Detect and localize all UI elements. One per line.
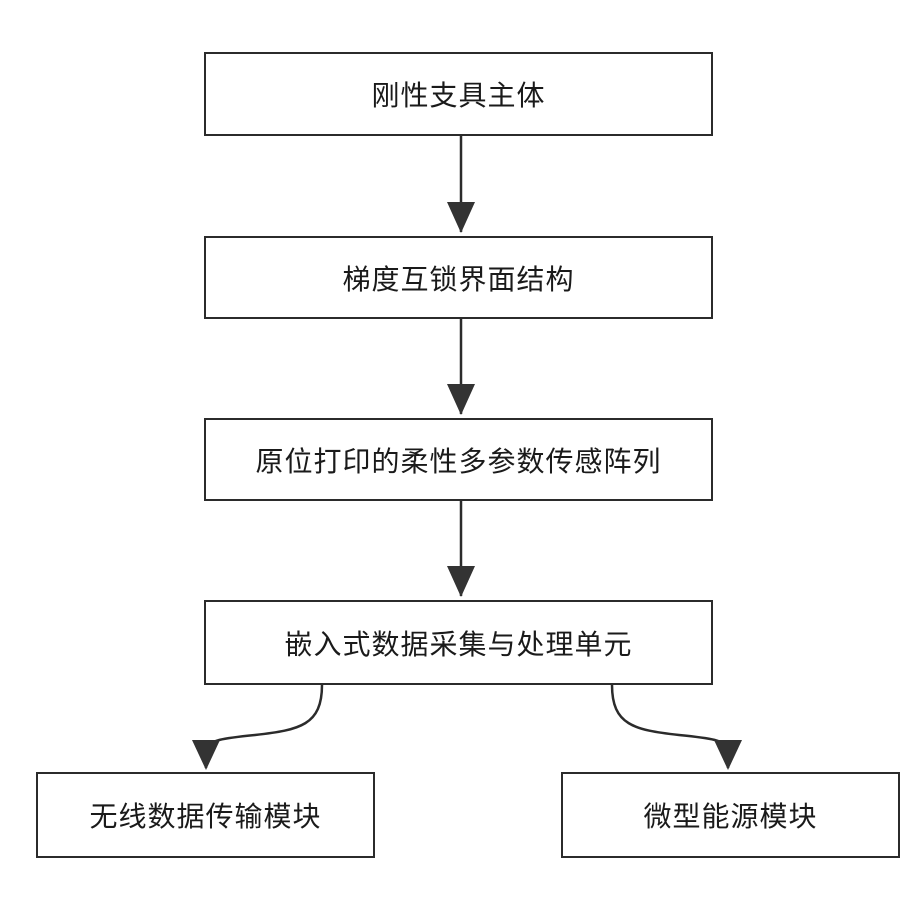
node-gradient-interlock-interface: 梯度互锁界面结构	[204, 236, 713, 319]
node-rigid-brace-body: 刚性支具主体	[204, 52, 713, 136]
node-label: 梯度互锁界面结构	[342, 258, 574, 298]
node-embedded-processing-unit: 嵌入式数据采集与处理单元	[204, 600, 713, 685]
node-label: 微型能源模块	[643, 795, 817, 835]
edge-n4-n5	[206, 685, 322, 768]
edge-n1-n2-arrowhead	[447, 202, 475, 233]
node-label: 无线数据传输模块	[89, 795, 321, 835]
edge-n4-n6	[612, 685, 728, 768]
node-label: 刚性支具主体	[371, 74, 545, 114]
node-label: 原位打印的柔性多参数传感阵列	[255, 440, 661, 480]
edge-n4-n5-arrowhead	[192, 740, 220, 770]
node-label: 嵌入式数据采集与处理单元	[284, 623, 632, 663]
edge-n4-n6-arrowhead	[714, 740, 742, 770]
edge-n3-n4-arrowhead	[447, 566, 475, 597]
node-wireless-transmission-module: 无线数据传输模块	[36, 772, 375, 858]
node-flexible-sensor-array: 原位打印的柔性多参数传感阵列	[204, 418, 713, 501]
node-micro-energy-module: 微型能源模块	[561, 772, 900, 858]
edge-n2-n3-arrowhead	[447, 384, 475, 415]
